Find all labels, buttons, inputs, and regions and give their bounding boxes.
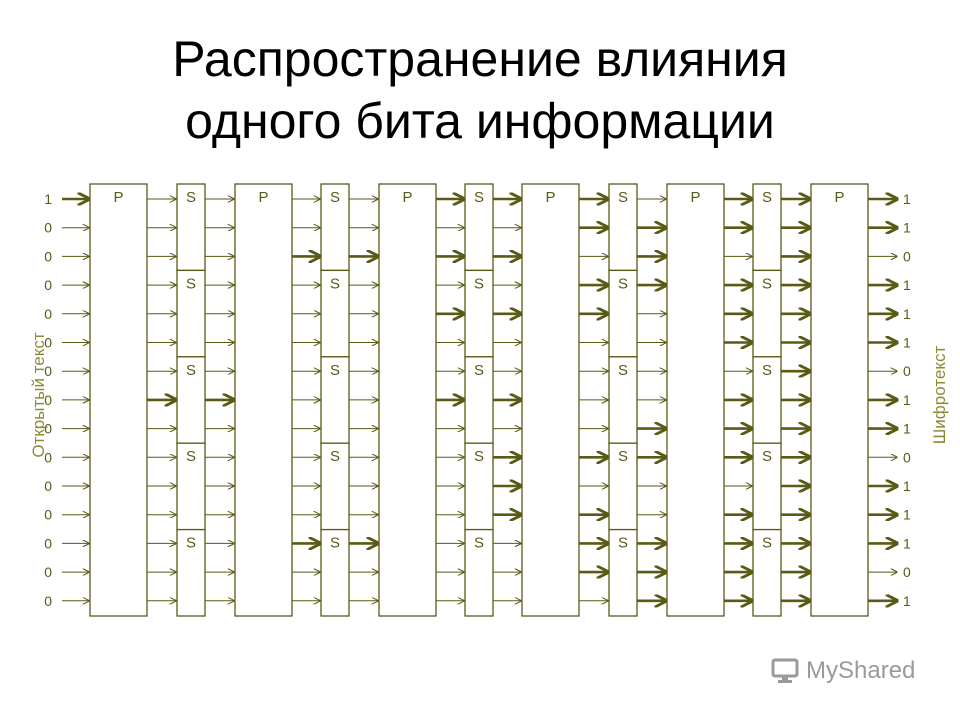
plaintext-bit: 0 xyxy=(44,363,52,379)
s-box-label: S xyxy=(474,275,484,292)
s-box-label: S xyxy=(186,362,196,379)
title-line-1: Распространение влияния xyxy=(172,31,788,87)
ciphertext-bit: 1 xyxy=(903,335,911,351)
s-box xyxy=(176,528,206,617)
s-box-label: S xyxy=(618,535,628,552)
s-box-label: S xyxy=(762,189,772,206)
s-box xyxy=(176,442,206,531)
p-box-label: P xyxy=(690,189,700,206)
plaintext-bit: 0 xyxy=(44,306,52,322)
s-box-label: S xyxy=(330,275,340,292)
s-box-label: S xyxy=(618,189,628,206)
p-box xyxy=(521,183,580,617)
s-box-label: S xyxy=(618,362,628,379)
s-box-label: S xyxy=(330,362,340,379)
p-box xyxy=(666,183,725,617)
ciphertext-bit: 1 xyxy=(903,392,911,408)
p-box-label: P xyxy=(402,189,412,206)
plaintext-bit: 0 xyxy=(44,248,52,264)
s-box xyxy=(464,528,494,617)
plaintext-bit: 0 xyxy=(44,507,52,523)
plaintext-bit: 0 xyxy=(44,277,52,293)
s-box xyxy=(608,528,638,617)
s-box-label: S xyxy=(186,275,196,292)
ciphertext-bit: 1 xyxy=(903,306,911,322)
s-box xyxy=(320,269,350,358)
ciphertext-bit: 1 xyxy=(903,535,911,551)
monitor-icon xyxy=(771,658,799,683)
plaintext-bit: 0 xyxy=(44,220,52,236)
plaintext-bit: 0 xyxy=(44,449,52,465)
plaintext-bit: 0 xyxy=(44,392,52,408)
s-box xyxy=(752,442,782,531)
plaintext-bit: 0 xyxy=(44,564,52,580)
p-box xyxy=(378,183,437,617)
ciphertext-bit: 0 xyxy=(903,449,911,465)
title-line-2: одного бита информации xyxy=(185,93,775,149)
s-box xyxy=(176,183,206,272)
s-box xyxy=(752,528,782,617)
ciphertext-bit: 1 xyxy=(903,478,911,494)
s-box xyxy=(464,183,494,272)
plaintext-label: Открытый текст xyxy=(29,332,48,458)
watermark: MyShared xyxy=(770,656,915,686)
ciphertext-bit: 1 xyxy=(903,191,911,207)
s-box xyxy=(320,528,350,617)
plaintext-bit: 0 xyxy=(44,535,52,551)
p-box xyxy=(810,183,869,617)
plaintext-bit: 0 xyxy=(44,478,52,494)
plaintext-bit: 0 xyxy=(44,593,52,609)
s-box-label: S xyxy=(330,448,340,465)
s-box-label: S xyxy=(474,189,484,206)
ciphertext-bit: 1 xyxy=(903,507,911,523)
s-box-label: S xyxy=(762,362,772,379)
plaintext-bit: 0 xyxy=(44,421,52,437)
s-box-label: S xyxy=(330,189,340,206)
s-box-label: S xyxy=(474,535,484,552)
ciphertext-bit: 1 xyxy=(903,593,911,609)
s-box-label: S xyxy=(762,448,772,465)
s-box-label: S xyxy=(474,362,484,379)
p-box-label: P xyxy=(113,189,123,206)
ciphertext-bit: 0 xyxy=(903,363,911,379)
p-box-label: P xyxy=(258,189,268,206)
s-box-label: S xyxy=(762,275,772,292)
s-box-label: S xyxy=(762,535,772,552)
s-box xyxy=(320,442,350,531)
plaintext-bit: 1 xyxy=(44,191,52,207)
s-box-label: S xyxy=(618,448,628,465)
ciphertext-bit: 1 xyxy=(903,421,911,437)
s-box-label: S xyxy=(186,448,196,465)
s-box xyxy=(320,183,350,272)
ciphertext-bit: 0 xyxy=(903,564,911,580)
s-box-label: S xyxy=(186,189,196,206)
s-box xyxy=(752,356,782,444)
p-box xyxy=(89,183,148,617)
p-box-label: P xyxy=(545,189,555,206)
s-box xyxy=(608,442,638,531)
ciphertext-bit: 1 xyxy=(903,277,911,293)
ciphertext-label: Шифротекст xyxy=(930,346,949,445)
p-box-label: P xyxy=(834,189,844,206)
p-box xyxy=(234,183,293,617)
s-box xyxy=(608,269,638,358)
s-box-label: S xyxy=(186,535,196,552)
s-box-label: S xyxy=(618,275,628,292)
slide-title: Распространение влияния одного бита инфо… xyxy=(0,28,960,152)
ciphertext-bit: 0 xyxy=(903,248,911,264)
s-box-label: S xyxy=(330,535,340,552)
s-box xyxy=(176,269,206,358)
s-box xyxy=(320,356,350,444)
watermark-text: MyShared xyxy=(806,657,916,684)
ciphertext-bit: 1 xyxy=(903,220,911,236)
s-box-label: S xyxy=(474,448,484,465)
plaintext-bit: 0 xyxy=(44,335,52,351)
